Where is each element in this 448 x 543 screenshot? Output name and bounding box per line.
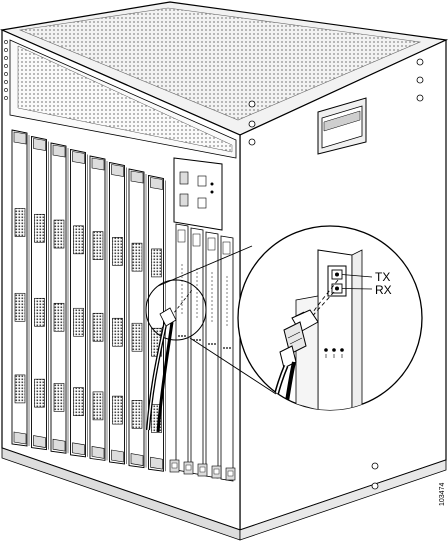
card-connector	[112, 395, 123, 425]
tx-label: TX	[375, 270, 390, 284]
card-connector	[73, 225, 84, 255]
bottom-connector	[211, 465, 222, 479]
card-connector	[73, 387, 84, 416]
top-grille	[18, 7, 422, 121]
rx-label: RX	[375, 283, 392, 297]
line-card	[50, 142, 69, 454]
side-handle	[317, 97, 367, 155]
card-connector	[73, 307, 84, 337]
card-connector	[34, 297, 45, 327]
front-vent-grille	[17, 45, 233, 153]
card-connector	[14, 374, 26, 404]
card-connector	[53, 219, 65, 249]
rx-leader	[341, 288, 373, 290]
line-card	[128, 168, 147, 469]
line-card	[70, 148, 88, 458]
tx-leader	[341, 274, 373, 278]
side-panel-details	[248, 58, 424, 490]
card-connector	[112, 317, 123, 347]
zoom-source-circle	[145, 279, 207, 341]
line-card	[109, 161, 127, 465]
bottom-connectors	[169, 459, 236, 481]
card-connector	[53, 383, 65, 412]
line-card	[11, 129, 30, 447]
half-module	[190, 227, 204, 476]
card-connector	[112, 237, 123, 266]
bottom-connector	[169, 459, 180, 473]
card-connector	[92, 231, 104, 260]
line-card	[89, 155, 108, 461]
card-connector	[151, 248, 162, 278]
card-connector	[92, 391, 104, 421]
card-connector	[92, 312, 104, 342]
bottom-connector	[197, 463, 208, 477]
card-connector	[151, 404, 162, 433]
status-leds	[324, 348, 344, 358]
card-connector	[53, 302, 65, 332]
card-connector	[131, 322, 143, 352]
chassis-base-side	[239, 459, 447, 541]
card-connector	[14, 292, 26, 322]
card-connector	[14, 208, 26, 237]
bottom-connector	[183, 461, 194, 475]
edge-vent-holes	[4, 40, 8, 100]
line-card	[148, 174, 166, 472]
line-card	[31, 135, 49, 451]
half-module	[220, 235, 234, 482]
card-connector	[34, 213, 45, 243]
half-module	[175, 223, 189, 473]
side-mount-holes	[248, 58, 424, 490]
bottom-connector	[225, 467, 236, 481]
figure-number: 103474	[439, 483, 446, 506]
card-connector	[34, 378, 45, 408]
lower-modules	[175, 223, 234, 482]
line-cards	[11, 129, 166, 472]
chassis-fiber-cables	[146, 307, 177, 433]
upper-module	[173, 157, 223, 231]
card-connector	[131, 400, 143, 429]
card-connector	[131, 242, 143, 272]
magnifier-callout	[145, 225, 423, 411]
